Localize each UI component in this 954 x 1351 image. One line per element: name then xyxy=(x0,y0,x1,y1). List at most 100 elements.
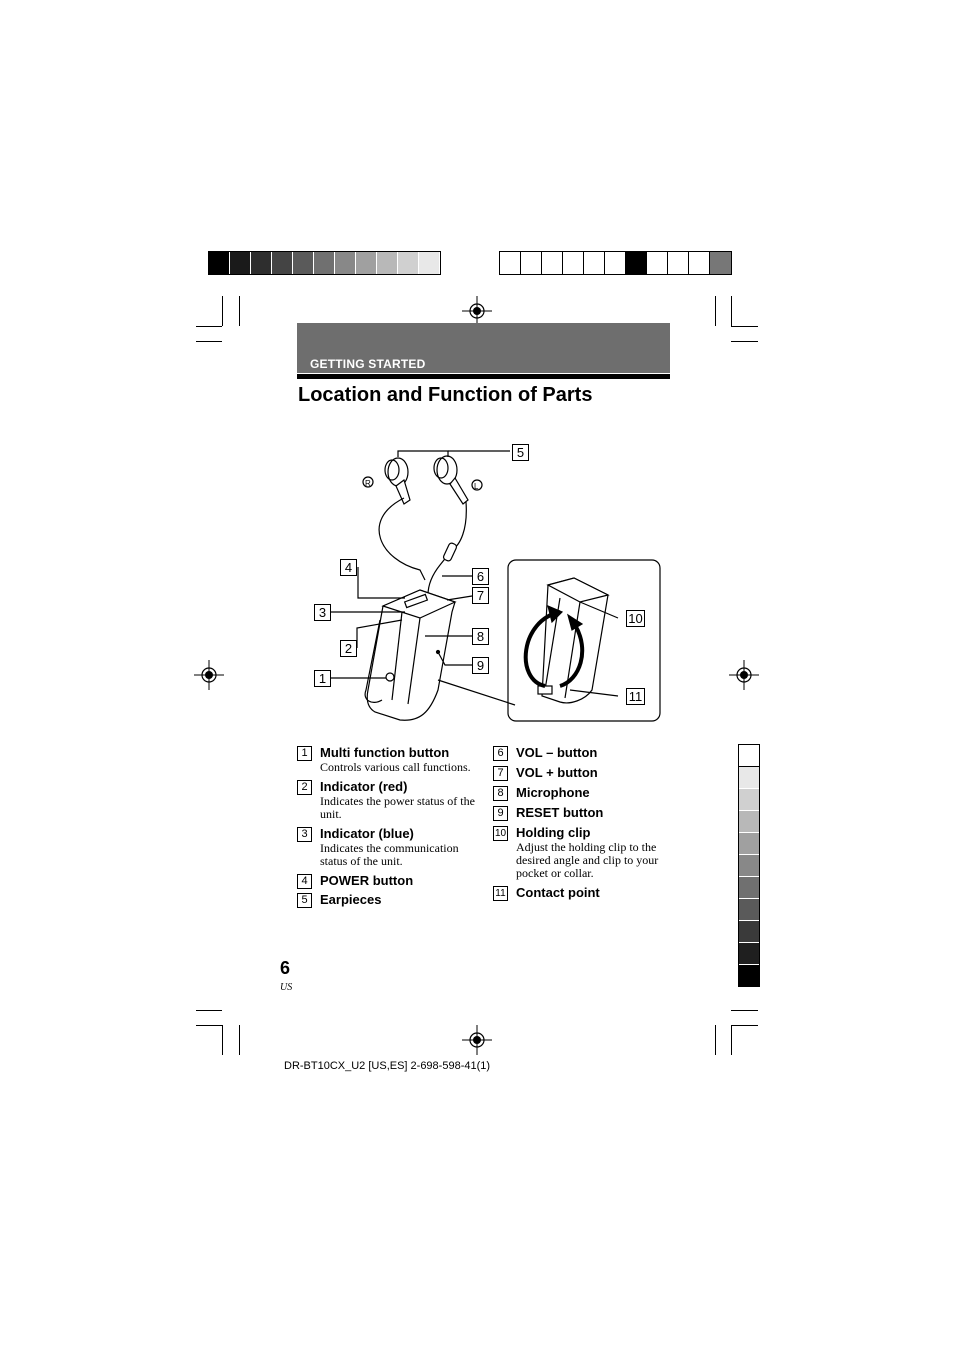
list-item: 10 Holding clip Adjust the holding clip … xyxy=(493,825,683,880)
crop-mark xyxy=(731,296,732,326)
callout-8: 8 xyxy=(472,628,489,645)
item-description: Indicates the communication status of th… xyxy=(320,841,459,868)
parts-list-left: 1 Multi function button Controls various… xyxy=(297,745,482,913)
calibration-swatch xyxy=(626,252,647,274)
item-number: 3 xyxy=(297,827,312,842)
calibration-swatch xyxy=(209,252,230,274)
calibration-swatch xyxy=(584,252,605,274)
list-item: 3 Indicator (blue) Indicates the communi… xyxy=(297,826,482,868)
calibration-swatch xyxy=(356,252,377,274)
item-name: Earpieces xyxy=(320,892,382,907)
left-earbud-marker: L xyxy=(474,482,479,491)
item-name: Holding clip xyxy=(516,825,591,840)
item-number: 2 xyxy=(297,780,312,795)
crop-mark xyxy=(196,1025,222,1026)
item-name: Multi function button xyxy=(320,745,450,760)
callout-4: 4 xyxy=(340,559,357,576)
callout-1: 1 xyxy=(314,670,331,687)
list-item: 6 VOL – button xyxy=(493,745,683,761)
list-item: 8 Microphone xyxy=(493,785,683,801)
thumb-tab xyxy=(739,767,759,789)
item-name: Microphone xyxy=(516,785,590,800)
calibration-swatch xyxy=(251,252,272,274)
thumb-tab xyxy=(739,789,759,811)
thumb-tab xyxy=(739,833,759,855)
thumb-tab xyxy=(739,943,759,965)
calibration-swatch xyxy=(500,252,521,274)
crop-mark xyxy=(731,326,758,327)
registration-mark-icon xyxy=(462,1025,492,1055)
item-name: VOL + button xyxy=(516,765,598,780)
callout-5: 5 xyxy=(512,444,529,461)
item-number: 4 xyxy=(297,874,312,889)
registration-mark-icon xyxy=(729,660,759,690)
callout-10: 10 xyxy=(626,610,645,627)
parts-list-right: 6 VOL – button 7 VOL + button 8 Micropho… xyxy=(493,745,683,906)
crop-mark xyxy=(239,1025,240,1055)
list-item: 4 POWER button xyxy=(297,873,482,889)
section-header-bar: GETTING STARTED xyxy=(297,323,670,373)
calibration-swatch xyxy=(335,252,356,274)
calibration-swatch xyxy=(419,252,440,274)
item-name: Indicator (blue) xyxy=(320,826,414,841)
thumb-tab xyxy=(739,745,759,767)
crop-mark xyxy=(731,1025,758,1026)
calibration-swatch xyxy=(314,252,335,274)
calibration-swatch xyxy=(377,252,398,274)
calibration-swatch xyxy=(710,252,731,274)
thumb-tab xyxy=(739,921,759,943)
crop-mark xyxy=(731,341,758,342)
item-number: 6 xyxy=(493,746,508,761)
calibration-swatch xyxy=(689,252,710,274)
side-thumb-tabs xyxy=(738,744,760,987)
crop-mark xyxy=(239,296,240,326)
item-name: VOL – button xyxy=(516,745,598,760)
registration-mark-icon xyxy=(462,296,492,326)
list-item: 7 VOL + button xyxy=(493,765,683,781)
calibration-swatch xyxy=(230,252,251,274)
calibration-swatch xyxy=(668,252,689,274)
list-item: 9 RESET button xyxy=(493,805,683,821)
callout-11: 11 xyxy=(626,688,645,705)
item-name: RESET button xyxy=(516,805,604,820)
list-item: 5 Earpieces xyxy=(297,892,482,908)
item-number: 11 xyxy=(493,886,508,901)
crop-mark xyxy=(715,296,716,326)
color-calibration-strip-left xyxy=(208,251,441,275)
item-number: 10 xyxy=(493,826,508,841)
callout-2: 2 xyxy=(340,640,357,657)
calibration-swatch xyxy=(605,252,626,274)
item-name: POWER button xyxy=(320,873,414,888)
item-number: 8 xyxy=(493,786,508,801)
section-rule xyxy=(297,374,670,379)
thumb-tab xyxy=(739,855,759,877)
item-description: Indicates the power status of the unit. xyxy=(320,794,475,821)
callout-9: 9 xyxy=(472,657,489,674)
item-name: Contact point xyxy=(516,885,600,900)
calibration-swatch xyxy=(398,252,419,274)
thumb-tab xyxy=(739,811,759,833)
calibration-swatch xyxy=(293,252,314,274)
page-title: Location and Function of Parts xyxy=(298,384,593,406)
right-earbud-marker: R xyxy=(365,479,371,488)
thumb-tab xyxy=(739,899,759,921)
list-item: 2 Indicator (red) Indicates the power st… xyxy=(297,779,482,821)
calibration-swatch xyxy=(542,252,563,274)
crop-mark xyxy=(715,1025,716,1055)
color-calibration-strip-right xyxy=(499,251,732,275)
crop-mark xyxy=(731,1010,758,1011)
item-description: Adjust the holding clip to the desired a… xyxy=(516,840,659,880)
thumb-tab xyxy=(739,965,759,986)
item-number: 5 xyxy=(297,893,312,908)
item-description: Controls various call functions. xyxy=(320,760,471,774)
section-label: GETTING STARTED xyxy=(310,357,426,371)
item-number: 7 xyxy=(493,766,508,781)
page-number: 6 xyxy=(280,958,291,978)
callout-7: 7 xyxy=(472,587,489,604)
registration-mark-icon xyxy=(194,660,224,690)
callout-3: 3 xyxy=(314,604,331,621)
calibration-swatch xyxy=(521,252,542,274)
callout-6: 6 xyxy=(472,568,489,585)
calibration-swatch xyxy=(647,252,668,274)
